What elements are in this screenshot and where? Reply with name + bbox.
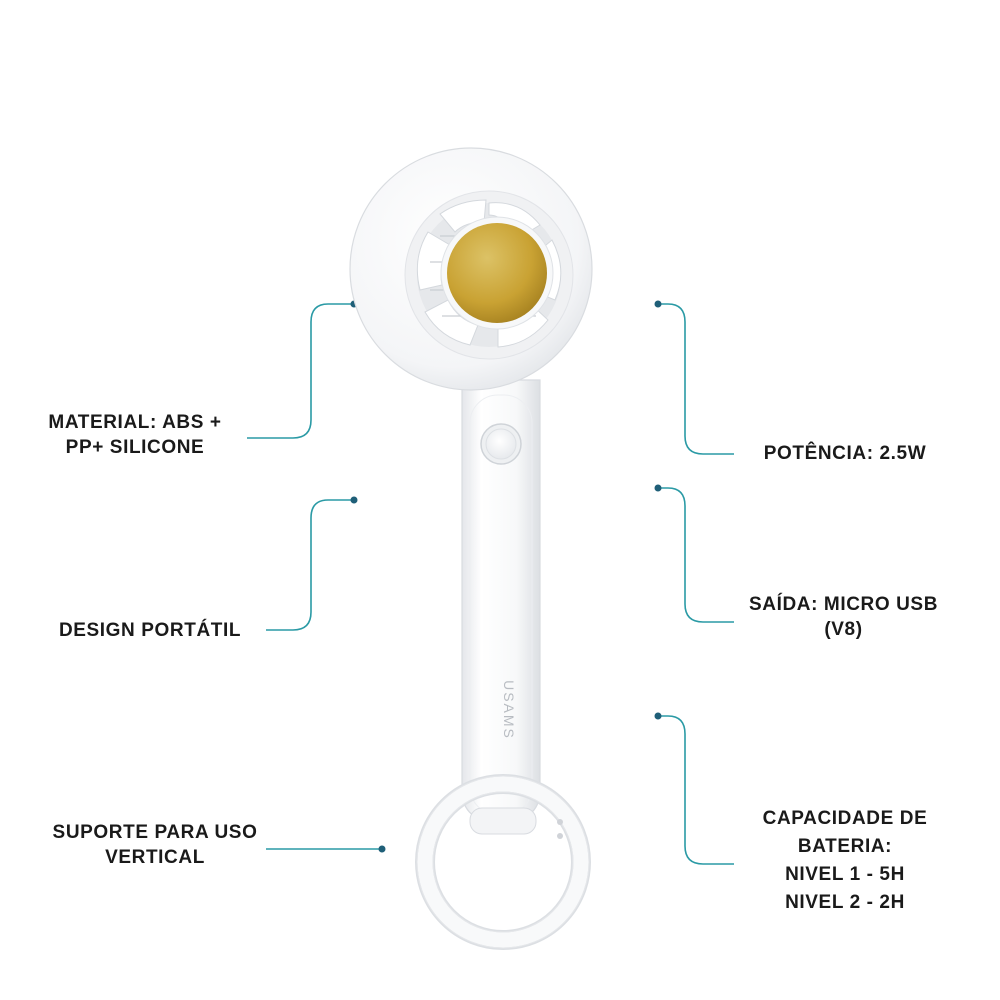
carabiner-icon: [415, 774, 591, 950]
feature-support-line-2: VERTICAL: [105, 847, 205, 868]
dot-design: [350, 496, 358, 504]
feature-battery-line-3: NIVEL 1 - 5H: [785, 864, 905, 885]
feature-material-line-2: PP+ SILICONE: [65, 437, 205, 458]
brand-logo: USAMS: [501, 680, 517, 740]
feature-battery-line-4: NIVEL 2 - 2H: [785, 892, 905, 913]
feature-battery-line-1: CAPACIDADE DE: [762, 808, 928, 829]
leader-output: [658, 487, 734, 623]
feature-material: MATERIAL: ABS + PP+ SILICONE: [30, 410, 240, 460]
feature-output-line-1: SAÍDA: MICRO USB: [748, 594, 939, 615]
feature-battery: CAPACIDADE DE BATERIA: NIVEL 1 - 5H NIVE…: [740, 805, 950, 917]
dot-output: [654, 484, 662, 492]
leader-material: [247, 303, 354, 439]
dot-support: [378, 845, 386, 853]
feature-battery-line-2: BATERIA:: [797, 836, 893, 857]
leader-battery: [658, 715, 734, 865]
feature-material-line-1: MATERIAL: ABS +: [48, 412, 222, 433]
feature-support: SUPORTE PARA USO VERTICAL: [40, 820, 270, 870]
leader-power: [658, 303, 734, 455]
fan-head: [349, 147, 593, 391]
feature-power: POTÊNCIA: 2.5W: [740, 441, 950, 466]
leader-design: [266, 499, 354, 631]
feature-output-line-2: (V8): [824, 619, 863, 640]
feature-design-line-1: DESIGN PORTÁTIL: [58, 620, 242, 641]
feature-output: SAÍDA: MICRO USB (V8): [736, 592, 951, 642]
feature-design: DESIGN PORTÁTIL: [40, 618, 260, 643]
power-button-icon[interactable]: [480, 423, 522, 465]
feature-support-line-1: SUPORTE PARA USO: [52, 822, 258, 843]
dot-power: [654, 300, 662, 308]
dot-battery: [654, 712, 662, 720]
feature-power-line-1: POTÊNCIA: 2.5W: [763, 443, 927, 464]
